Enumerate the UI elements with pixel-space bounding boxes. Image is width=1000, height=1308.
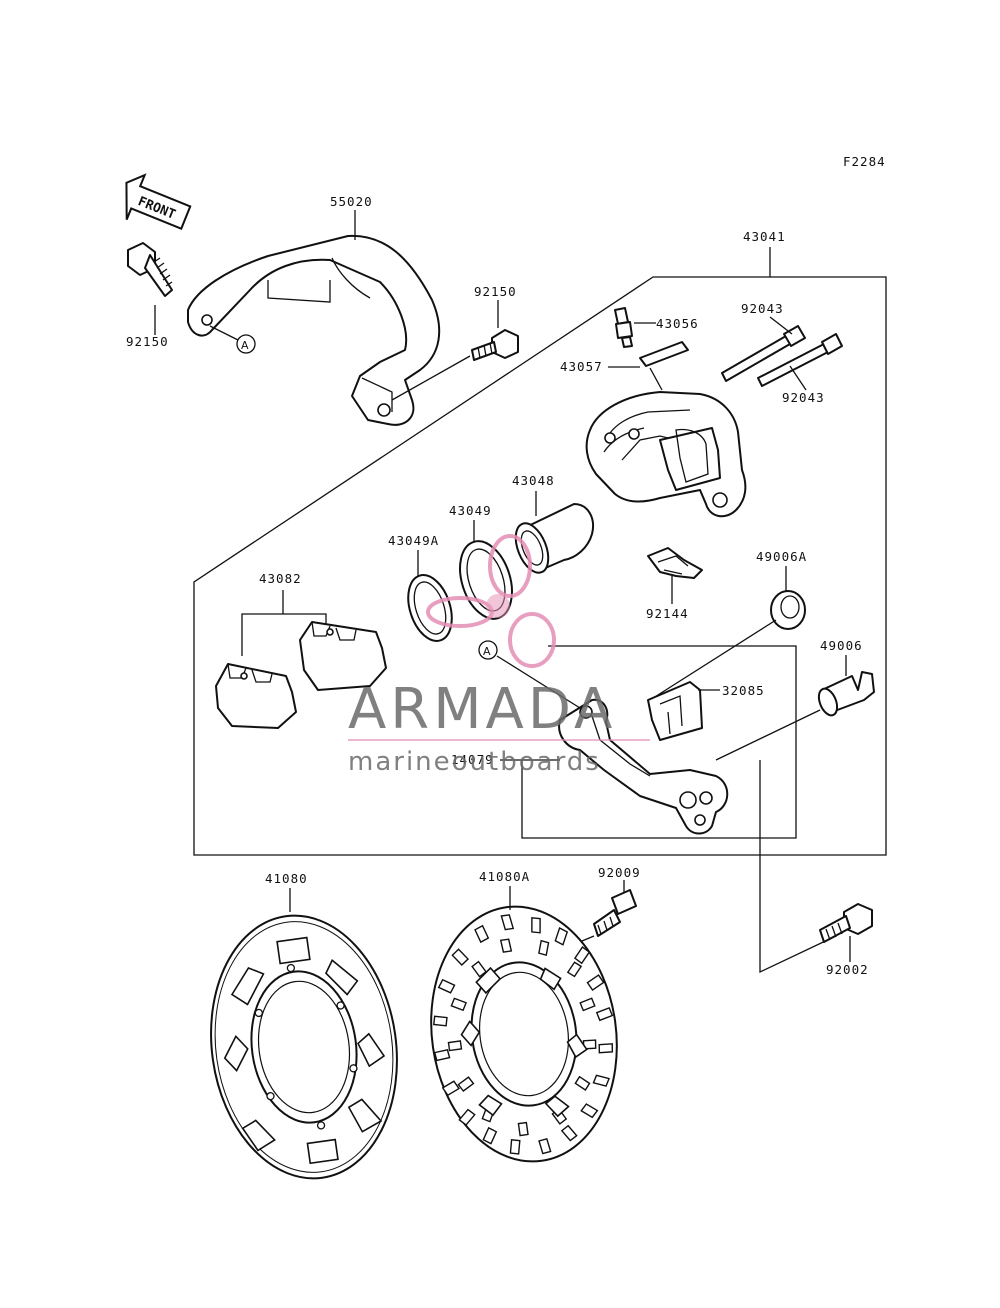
label-49006: 49006 (820, 638, 863, 653)
ref-marker-a-top (236, 334, 256, 354)
watermark-logo-icon (426, 534, 556, 668)
pad-holder-32085 (647, 681, 703, 741)
caliper-bracket-14079 (558, 698, 729, 835)
brake-disc-41080 (210, 914, 398, 1180)
label-32085: 32085 (722, 683, 765, 698)
caliper-body (585, 391, 747, 518)
figure-code: F2284 (843, 154, 886, 169)
label-92150-right: 92150 (474, 284, 517, 299)
label-55020: 55020 (330, 194, 373, 209)
bolt-92002 (819, 903, 873, 943)
label-41080: 41080 (265, 871, 308, 886)
watermark-tagline: marineoutboards (348, 747, 601, 777)
boot-49006 (817, 671, 875, 717)
ref-marker-a-bottom (478, 640, 498, 660)
label-92150-left: 92150 (126, 334, 169, 349)
label-14079: 14079 (451, 752, 494, 767)
watermark: ARMADA marineoutboards (348, 534, 650, 777)
label-43057: 43057 (560, 359, 603, 374)
brake-pad-rear (299, 621, 387, 691)
pin-92043-bottom (757, 333, 843, 387)
assembly-frame-43041 (193, 276, 887, 856)
label-43049: 43049 (449, 503, 492, 518)
bracket-55020 (187, 234, 441, 426)
label-43041: 43041 (743, 229, 786, 244)
label-92043-bottom: 92043 (782, 390, 825, 405)
svg-text:A: A (483, 645, 491, 658)
brake-disc-41080a (430, 905, 618, 1163)
spring-92144 (647, 547, 703, 579)
label-92009: 92009 (598, 865, 641, 880)
boot-49006a (770, 590, 806, 630)
front-arrow-icon: FRONT (125, 173, 192, 230)
pin-92043-top (721, 325, 806, 382)
label-92002: 92002 (826, 962, 869, 977)
cap-43057 (639, 341, 689, 367)
label-41080a: 41080A (479, 869, 530, 884)
bolt-92150-left (127, 242, 173, 297)
label-43082: 43082 (259, 571, 302, 586)
svg-text:A: A (241, 339, 249, 352)
label-49006a: 49006A (756, 549, 807, 564)
brake-pad-front (215, 663, 297, 729)
screw-92009 (593, 889, 637, 937)
bleeder-43056 (614, 307, 633, 348)
piston-43048 (514, 503, 594, 574)
label-92144: 92144 (646, 606, 689, 621)
seal-43049 (459, 540, 513, 620)
watermark-brand: ARMADA (348, 677, 616, 742)
label-92043-top: 92043 (741, 301, 784, 316)
label-43049a: 43049A (388, 533, 439, 548)
bolt-92150-right (471, 329, 519, 361)
label-43056: 43056 (656, 316, 699, 331)
label-43048: 43048 (512, 473, 555, 488)
